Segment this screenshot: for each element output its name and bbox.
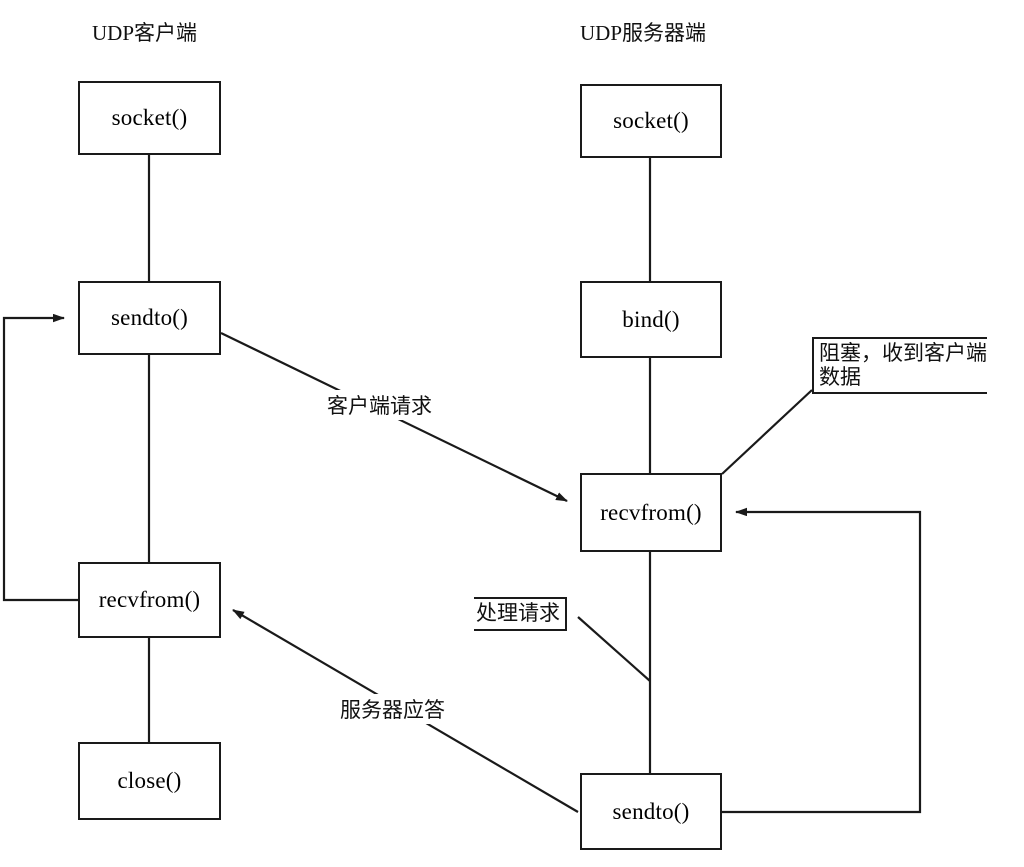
- callout-blocking-note-line2: 数据: [819, 364, 861, 389]
- callout-handle-request-note: 处理请求: [474, 597, 567, 631]
- node-server-sendto[interactable]: sendto(): [580, 773, 722, 850]
- column-title-client: UDP客户端: [92, 21, 198, 45]
- node-server-recvfrom[interactable]: recvfrom(): [580, 473, 722, 552]
- callout-handle-request-note-line1: 处理请求: [476, 601, 560, 625]
- wire-client-loopback: [2, 313, 78, 602]
- edge-label-server-response: 服务器应答: [337, 694, 448, 724]
- node-client-close[interactable]: close(): [78, 742, 221, 820]
- node-server-bind[interactable]: bind(): [580, 281, 722, 358]
- wire-server-loopback: [722, 507, 922, 814]
- node-client-socket[interactable]: socket(): [78, 81, 221, 155]
- node-client-recvfrom[interactable]: recvfrom(): [78, 562, 221, 638]
- leader-blocking-note: [721, 389, 813, 475]
- callout-blocking-note: 阻塞，收到客户端 数据: [812, 337, 987, 395]
- column-title-server: UDP服务器端: [580, 21, 707, 45]
- leader-handle-request-note: [577, 616, 651, 682]
- node-client-sendto[interactable]: sendto(): [78, 281, 221, 355]
- callout-blocking-note-line1: 阻塞，收到客户端: [819, 341, 987, 365]
- node-server-socket[interactable]: socket(): [580, 84, 722, 158]
- edge-label-client-request: 客户端请求: [324, 390, 435, 420]
